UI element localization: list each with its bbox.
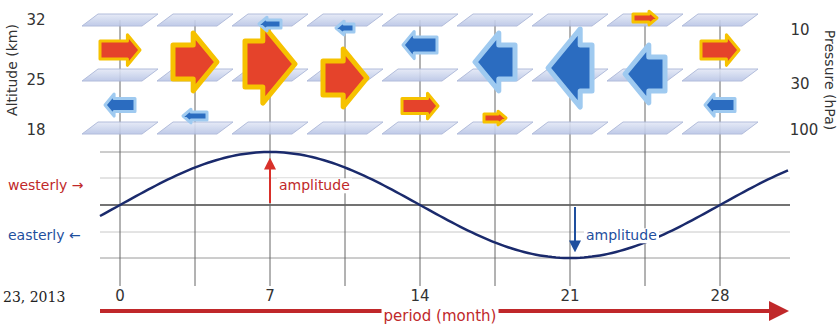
axis-title: period (month): [382, 308, 499, 324]
altitude-value: 32: [26, 12, 45, 29]
altitude-plane: [232, 122, 308, 134]
oscillation-curve: [100, 152, 788, 258]
wind-direction: westerly →: [8, 178, 84, 193]
easterly-arrow: [548, 29, 592, 107]
easterly-arrow: [183, 109, 207, 123]
altitude-plane: [382, 122, 458, 134]
altitude-plane: [457, 122, 533, 134]
grid-line: [100, 178, 790, 179]
pressure-value: 10: [790, 22, 809, 39]
altitude-plane: [82, 122, 158, 134]
wind-direction: easterly ←: [8, 228, 81, 243]
month-tick: 28: [710, 288, 729, 305]
month-tick: 14: [410, 288, 429, 305]
month-tick: 21: [560, 288, 579, 305]
axis-title: Pressure (hPa): [821, 30, 836, 130]
altitude-plane: [682, 69, 758, 81]
altitude-plane: [607, 122, 683, 134]
altitude-plane: [82, 69, 158, 81]
westerly-arrow: [245, 25, 295, 103]
wind-arrows: [100, 11, 739, 125]
altitude-plane: [307, 122, 383, 134]
time-line: [420, 20, 421, 286]
pressure-value: 30: [790, 76, 809, 93]
easterly-arrow: [336, 21, 354, 35]
easterly-arrow: [475, 33, 515, 91]
amplitude-label: amplitude: [277, 178, 352, 193]
altitude-plane: [457, 14, 533, 26]
grid-line: [100, 152, 790, 153]
amplitude-arrow: [574, 207, 576, 250]
altitude-plane: [82, 14, 158, 26]
amplitude-label: amplitude: [584, 228, 659, 243]
westerly-arrow: [173, 33, 217, 91]
time-lines: [120, 20, 720, 286]
axis-title: Altitude (km): [5, 24, 20, 116]
westerly-arrow: [323, 49, 367, 107]
westerly-arrow: [484, 111, 506, 125]
altitude-plane: [682, 14, 758, 26]
westerly-arrow: [100, 35, 140, 66]
altitude-plane: [682, 122, 758, 134]
easterly-arrow: [259, 17, 281, 31]
month-tick: 7: [265, 288, 275, 305]
easterly-arrow: [105, 94, 135, 116]
grid-line: [100, 232, 790, 233]
grid-line: [100, 258, 790, 259]
amplitude-arrow: [269, 160, 271, 203]
grid-lines: [100, 152, 790, 258]
altitude-plane: [532, 122, 608, 134]
altitude-value: 18: [26, 122, 45, 139]
westerly-arrow: [701, 35, 739, 66]
altitude-plane: [157, 14, 233, 26]
month-tick: 0: [115, 288, 125, 305]
date-note: 23, 2013: [3, 290, 65, 305]
altitude-plane: [382, 69, 458, 81]
altitude-planes: [82, 14, 758, 134]
pressure-value: 100: [790, 122, 819, 139]
altitude-plane: [157, 122, 233, 134]
easterly-arrow: [625, 45, 665, 103]
westerly-arrow: [402, 93, 438, 119]
zero-line: [100, 204, 790, 206]
altitude-plane: [382, 14, 458, 26]
altitude-value: 25: [26, 72, 45, 89]
altitude-plane: [532, 14, 608, 26]
easterly-arrow: [705, 94, 735, 116]
easterly-arrow: [403, 31, 437, 58]
westerly-arrow: [633, 11, 657, 25]
